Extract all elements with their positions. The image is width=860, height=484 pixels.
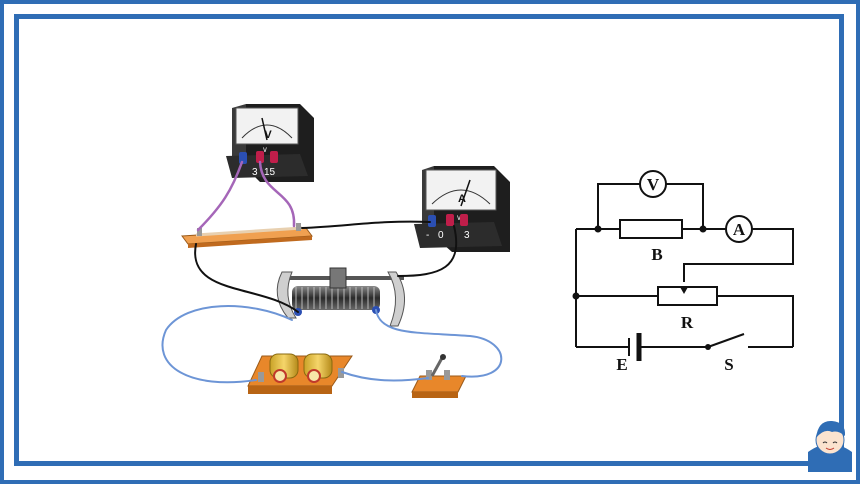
rheostat-slider — [329, 267, 347, 289]
mascot-icon — [808, 420, 852, 472]
voltmeter-range-3: 3 — [252, 167, 258, 178]
schematic-switch-pivot — [705, 344, 711, 350]
schematic-voltmeter-label: V — [647, 175, 660, 194]
wire-voltmeter-branch-right — [666, 183, 704, 229]
wires — [161, 160, 503, 384]
voltmeter-unit-mark: ∨ — [262, 145, 268, 154]
wire-black-rail-rheostat — [194, 243, 299, 313]
ammeter-range-0: 0 — [438, 230, 444, 241]
wire-black-rail-ammeter — [301, 220, 431, 229]
ammeter-range-minus: - — [426, 230, 429, 241]
ammeter-device: A ∨ - 0 3 — [414, 166, 510, 252]
schematic-rheostat-r-label: R — [681, 313, 694, 332]
voltmeter-symbol: V — [264, 129, 272, 141]
schematic-node-2 — [699, 225, 707, 233]
wire-purple-right — [258, 160, 296, 228]
schematic-node-3 — [572, 292, 580, 300]
schematic-ammeter-label: A — [733, 220, 746, 239]
schematic-rheostat-arrow — [680, 287, 688, 294]
wire-purple-left — [196, 160, 244, 232]
knife-switch — [411, 354, 467, 398]
apparatus-illustration: V ∨ 3 15 A ∨ - 0 3 — [161, 104, 510, 398]
voltmeter-device: V ∨ 3 15 — [226, 104, 314, 182]
schematic-resistor-b — [619, 219, 683, 239]
ammeter-terminal-3 — [460, 214, 468, 226]
schematic-components: V B A R E S — [572, 170, 753, 374]
schematic-voltmeter-symbol — [639, 170, 667, 198]
voltmeter-terminal-3 — [256, 151, 264, 163]
wire-blue-rheostat-switch — [375, 309, 503, 378]
wire-voltmeter-branch — [597, 183, 640, 229]
voltmeter-terminal-15 — [270, 151, 278, 163]
schematic-rheostat-r — [657, 286, 718, 306]
voltmeter-range-15: 15 — [264, 167, 276, 178]
resistor-rail — [181, 223, 313, 248]
wire-black-ammeter-rheostat — [397, 225, 458, 277]
schematic-ammeter-symbol — [725, 215, 753, 243]
wire-blue-battery-switch — [341, 371, 429, 382]
ammeter-unit-mark: ∨ — [456, 213, 462, 222]
ammeter-negative-terminal — [428, 215, 436, 227]
ammeter-range-3: 3 — [464, 230, 470, 241]
wire-blue-rheostat-battery — [161, 305, 293, 384]
wire-ammeter-out — [683, 228, 794, 282]
battery-box — [247, 353, 353, 394]
schematic-resistor-b-label: B — [651, 245, 662, 264]
schematic-switch-s-label: S — [724, 355, 733, 374]
ammeter-symbol: A — [458, 193, 466, 205]
schematic-node-1 — [594, 225, 602, 233]
voltmeter-negative-terminal — [239, 152, 247, 164]
rheostat-device — [276, 267, 405, 327]
schematic-battery-e-label: E — [616, 355, 627, 374]
ammeter-terminal-0-6 — [446, 214, 454, 226]
